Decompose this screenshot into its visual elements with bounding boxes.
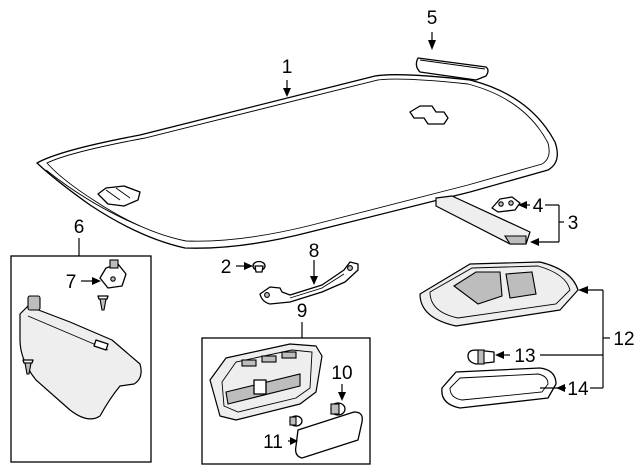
part-4-clip [491,196,521,213]
callout-11: 11 [263,432,283,453]
callout-8: 8 [309,241,320,262]
leader-lines [78,32,610,445]
part-11-lens [294,411,363,459]
part-9-map-lamp [209,343,323,421]
callout-5: 5 [427,8,438,29]
callout-6: 6 [74,217,85,238]
part-8-assist-grip [259,261,359,305]
part-7-visor-holder [99,259,127,289]
part-10-bulb [330,402,346,416]
part-13-bulb [467,349,495,365]
part-6-sunvisor [19,295,142,420]
callout-12: 12 [613,329,634,350]
callout-9: 9 [297,301,308,322]
callout-13: 13 [514,346,535,367]
part-9-small-bulb [289,415,303,427]
callout-10: 10 [331,363,352,384]
callout-3: 3 [568,213,579,234]
callout-4: 4 [533,196,544,217]
part-9-group-frame [201,337,371,465]
part-1-headliner [36,74,558,249]
callout-7: 7 [66,272,77,293]
part-2-clip [252,260,266,273]
visor-screw-upper [97,295,109,311]
callout-2: 2 [221,257,232,278]
callout-14: 14 [567,379,589,400]
part-14-lens [441,367,557,409]
part-3-roof-rail [435,195,531,245]
part-6-group-frame [10,255,152,463]
part-5-roof-pad [415,57,489,81]
visor-screw-lower [22,359,34,375]
callout-1: 1 [282,57,293,78]
part-12-dome-lamp [419,261,579,327]
